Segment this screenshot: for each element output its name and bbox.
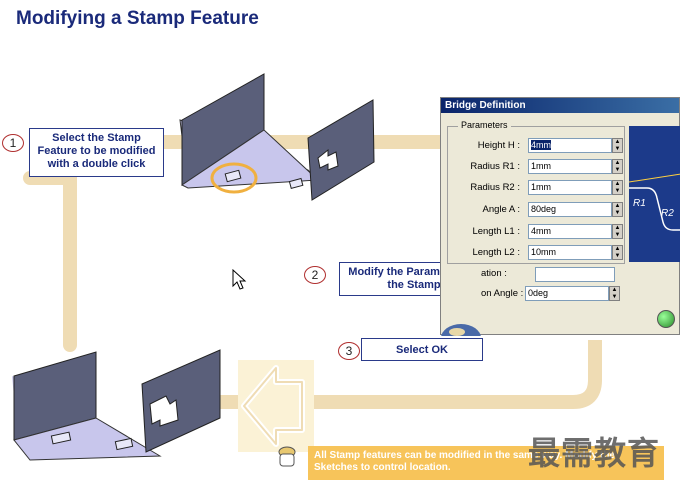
- step-3-callout: Select OK: [361, 338, 483, 361]
- spinner-button[interactable]: ▲▼: [609, 286, 620, 301]
- preview-label-r1: R1: [633, 198, 646, 209]
- param-label: Radius R1 :: [470, 161, 520, 172]
- ok-button[interactable]: [657, 310, 675, 328]
- hand-note-icon: [278, 446, 296, 467]
- param-row: Angle A : 80deg ▲▼: [448, 202, 624, 218]
- selection-highlight: [210, 162, 258, 194]
- stamped-part-bottom: [12, 349, 221, 461]
- param-label: Radius R2 :: [470, 182, 520, 193]
- mouse-cursor-icon: [232, 269, 247, 290]
- height-h-input[interactable]: 4mm: [528, 138, 612, 153]
- rotation-angle-input[interactable]: 0deg: [525, 286, 609, 301]
- param-label: Length L2 :: [472, 247, 520, 258]
- parameters-group-label: Parameters: [458, 120, 511, 130]
- dialog-title: Bridge Definition: [441, 98, 679, 113]
- spinner-button[interactable]: ▲▼: [612, 180, 623, 195]
- step-1-callout: Select the Stamp Feature to be modified …: [29, 128, 164, 177]
- return-arrow-box: [238, 360, 314, 452]
- spinner-button[interactable]: ▲▼: [612, 245, 623, 260]
- bridge-definition-dialog[interactable]: Bridge Definition Parameters Height H : …: [440, 97, 680, 336]
- param-row: Length L2 : 10mm ▲▼: [448, 245, 624, 261]
- back-arrow-icon: [241, 365, 305, 447]
- position-section: ation : on Angle : 0deg ▲▼: [441, 264, 627, 304]
- preview-label-r2: R2: [661, 208, 674, 219]
- spinner-button[interactable]: ▲▼: [612, 202, 623, 217]
- param-row: Radius R1 : 1mm ▲▼: [448, 159, 624, 175]
- spinner-button[interactable]: ▲▼: [612, 224, 623, 239]
- position-label: ation :: [481, 268, 507, 279]
- spinner-button[interactable]: ▲▼: [612, 138, 623, 153]
- step-number-1: 1: [2, 134, 24, 152]
- param-label: Length L1 :: [472, 226, 520, 237]
- globe-icon: [441, 324, 481, 336]
- length-l1-input[interactable]: 4mm: [528, 224, 612, 239]
- bridge-preview-image: R1 R2: [629, 126, 680, 262]
- step-number-2: 2: [304, 266, 326, 284]
- step-number-3: 3: [338, 342, 360, 360]
- param-row: Length L1 : 4mm ▲▼: [448, 224, 624, 240]
- info-note: All Stamp features can be modified in th…: [308, 446, 664, 480]
- stamped-part-top[interactable]: [178, 70, 378, 210]
- watermark: 最需教育: [528, 434, 661, 472]
- radius-r2-input[interactable]: 1mm: [528, 180, 612, 195]
- param-label: Angle A :: [482, 204, 520, 215]
- position-input[interactable]: [535, 267, 615, 282]
- parameters-group: Parameters Height H : 4mm ▲▼ Radius R1 :…: [447, 120, 625, 264]
- spinner-button[interactable]: ▲▼: [612, 159, 623, 174]
- radius-r1-input[interactable]: 1mm: [528, 159, 612, 174]
- param-label: Height H :: [477, 140, 520, 151]
- page-title: Modifying a Stamp Feature: [16, 8, 259, 29]
- param-row: Radius R2 : 1mm ▲▼: [448, 180, 624, 196]
- param-value: 4mm: [531, 140, 551, 150]
- length-l2-input[interactable]: 10mm: [528, 245, 612, 260]
- angle-a-input[interactable]: 80deg: [528, 202, 612, 217]
- param-row: Height H : 4mm ▲▼: [448, 138, 624, 154]
- rotation-angle-label: on Angle :: [481, 288, 524, 299]
